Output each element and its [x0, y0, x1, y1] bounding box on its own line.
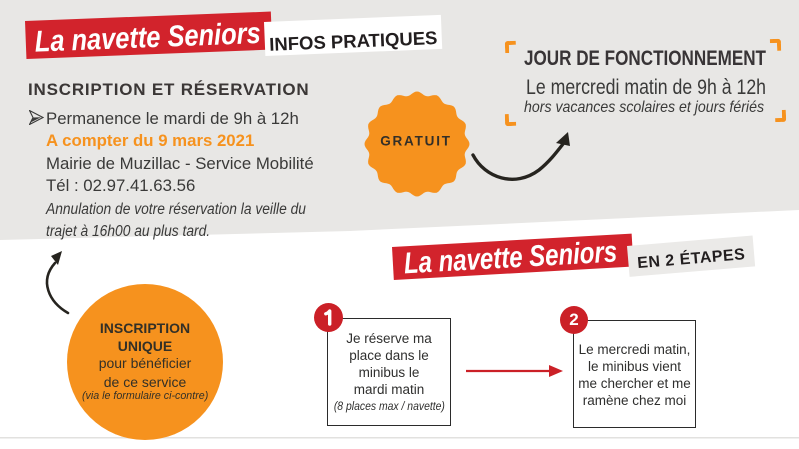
- svg-text:GRATUIT: GRATUIT: [380, 134, 452, 149]
